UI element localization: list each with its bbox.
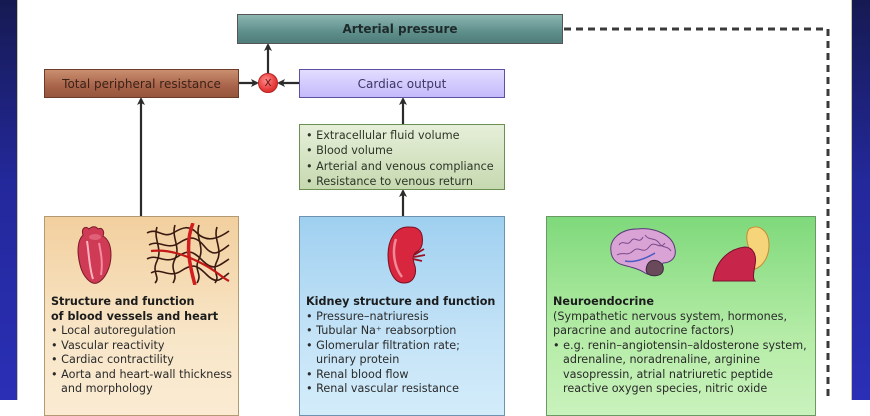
kidney-factor-item: Renal vascular resistance	[306, 382, 498, 397]
multiply-symbol: X	[264, 77, 272, 89]
vessels-factor-item: Local autoregulation	[51, 324, 232, 339]
vessels-panel-title-line2: of blood vessels and heart	[51, 309, 219, 323]
determinant-item: Blood volume	[306, 143, 498, 158]
adrenal-gland-icon	[712, 226, 770, 282]
determinant-item: Resistance to venous return	[306, 174, 498, 189]
cardiac-output-determinants-box: Extracellular fluid volume Blood volume …	[299, 124, 505, 190]
arterial-pressure-box: Arterial pressure	[237, 14, 563, 44]
kidney-panel: Kidney structure and function Pressure–n…	[299, 216, 505, 416]
vessels-heart-panel: Structure and function of blood vessels …	[44, 216, 239, 416]
kidney-factor-item: Tubular Na⁺ reabsorption	[306, 324, 498, 339]
slide-border-left	[0, 0, 18, 400]
kidney-icon	[387, 226, 426, 284]
neuro-factor-item: e.g. renin–angiotensin–aldosterone syste…	[553, 339, 809, 397]
kidney-factor-list: Pressure–natriuresis Tubular Na⁺ reabsor…	[306, 310, 498, 397]
vessels-illustration	[51, 217, 232, 295]
kidney-factor-item: Renal blood flow	[306, 368, 498, 383]
neuro-panel-subtitle: (Sympathetic nervous system, hormones, p…	[553, 309, 788, 338]
vessels-factor-item: Vascular reactivity	[51, 339, 232, 354]
determinant-item: Arterial and venous compliance	[306, 159, 498, 174]
determinant-item: Extracellular fluid volume	[306, 128, 498, 143]
brain-icon	[610, 228, 676, 277]
slide-border-right	[851, 0, 870, 400]
tpr-label: Total peripheral resistance	[62, 76, 221, 91]
cardiac-output-label: Cardiac output	[357, 76, 447, 91]
kidney-illustration	[306, 217, 498, 295]
kidney-factor-item: Glomerular filtration rate; urinary prot…	[306, 339, 498, 368]
neuroendocrine-panel: Neuroendocrine (Sympathetic nervous syst…	[546, 216, 816, 416]
blood-vessel-network-icon	[146, 223, 230, 285]
kidney-panel-title: Kidney structure and function	[306, 295, 496, 308]
kidney-factor-item: Pressure–natriuresis	[306, 310, 498, 325]
vessels-panel-title-line1: Structure and function	[51, 295, 195, 308]
heart-icon	[77, 226, 112, 284]
arterial-pressure-label: Arterial pressure	[342, 22, 458, 36]
neuro-factor-list: e.g. renin–angiotensin–aldosterone syste…	[553, 339, 809, 397]
vessels-factor-list: Local autoregulation Vascular reactivity…	[51, 324, 232, 397]
vessels-factor-item: Aorta and heart-wall thickness and morph…	[51, 368, 232, 397]
total-peripheral-resistance-box: Total peripheral resistance	[44, 69, 239, 98]
neuro-panel-title: Neuroendocrine	[553, 295, 654, 308]
vessels-factor-item: Cardiac contractility	[51, 353, 232, 368]
neuroendocrine-illustration	[553, 217, 809, 295]
multiply-node: X	[258, 73, 278, 93]
determinants-list: Extracellular fluid volume Blood volume …	[306, 128, 498, 189]
cardiac-output-box: Cardiac output	[299, 69, 505, 98]
